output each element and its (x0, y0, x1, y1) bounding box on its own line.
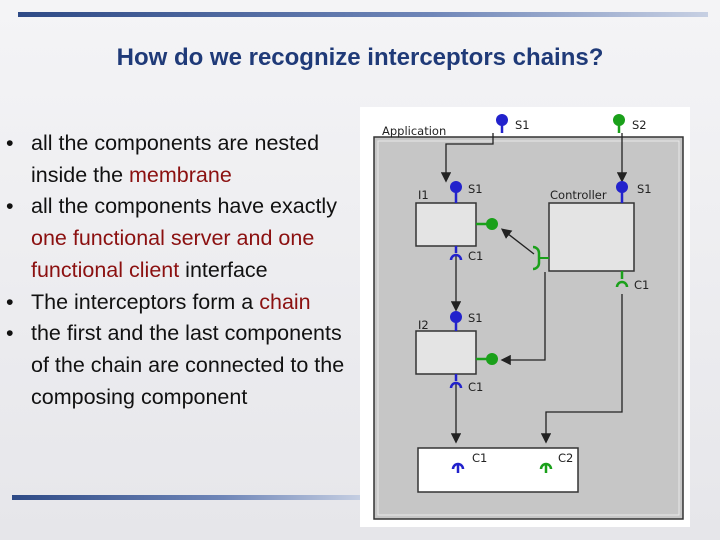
app-s2-server-interface (613, 114, 625, 133)
inner-membrane-box (417, 447, 579, 493)
i1-label: I1 (418, 188, 429, 202)
bullet-marker: • (6, 321, 14, 346)
i1-c1-client-interface (449, 246, 463, 261)
controller-functional-client-interface (532, 245, 549, 271)
bottom-rule (12, 495, 364, 500)
i1-c1-label: C1 (468, 249, 483, 263)
app-s1-label: S1 (515, 118, 530, 132)
inner-c1-label: C1 (472, 451, 487, 465)
i2-c1-label: C1 (468, 380, 483, 394)
i1-s1-label: S1 (468, 182, 483, 196)
controller-c1-label: C1 (634, 278, 649, 292)
i1-component-box (415, 202, 477, 247)
bullet-item: • all the components have exactly one fu… (6, 191, 358, 286)
binding-controller-to-i1 (500, 228, 535, 255)
membrane-inner-edge (377, 140, 680, 516)
controller-c1-client-interface (615, 271, 629, 288)
bullet-marker: • (6, 194, 14, 219)
i2-c1-client-interface (449, 374, 463, 389)
slide-title: How do we recognize interceptors chains? (116, 44, 604, 71)
bullet-text: all the components have exactly (31, 194, 337, 219)
bullet-text: interface (179, 257, 268, 282)
inner-c2-client-interface (539, 462, 553, 473)
highlighted-term: chain (259, 289, 311, 314)
controller-label: Controller (550, 188, 607, 202)
inner-c2-label: C2 (558, 451, 573, 465)
highlighted-term: membrane (129, 162, 232, 187)
i2-s1-server-interface (450, 311, 462, 331)
i2-component-box (415, 330, 477, 375)
controller-component-box (548, 202, 635, 272)
bullet-marker: • (6, 289, 14, 314)
app-s1-server-interface (496, 114, 508, 133)
i1-s1-server-interface (450, 181, 462, 203)
controller-s1-label: S1 (637, 182, 652, 196)
bullet-text: the first and the last components of the… (31, 321, 345, 409)
binding-controller-to-i2 (500, 272, 546, 366)
app-s2-label: S2 (632, 118, 647, 132)
i2-functional-server-interface (476, 353, 498, 365)
i2-label: I2 (418, 318, 429, 332)
bullet-item: • all the components are nested inside t… (6, 128, 358, 191)
binding-controller-c1-to-membrane (540, 294, 623, 444)
inner-c1-client-interface (451, 462, 465, 473)
bullet-text: all the components are nested inside the (31, 131, 320, 187)
highlighted-term: one functional server and one functional… (31, 226, 315, 282)
bullet-marker: • (6, 131, 14, 155)
binding-app-s1-to-i1 (440, 133, 494, 183)
bullet-text: The interceptors form a (31, 289, 260, 314)
controller-s1-server-interface (616, 181, 628, 203)
application-label: Application (382, 124, 446, 138)
i1-functional-server-interface (476, 218, 498, 230)
bullet-item: • The interceptors form a chain (6, 287, 358, 319)
bullet-item: • the first and the last components of t… (6, 318, 358, 413)
i2-s1-label: S1 (468, 311, 483, 325)
bullet-list: • all the components are nested inside t… (6, 128, 358, 413)
component-diagram: Application S1 S2 I1 S1 C1 Controller S1… (360, 107, 690, 527)
top-rule (18, 12, 708, 17)
